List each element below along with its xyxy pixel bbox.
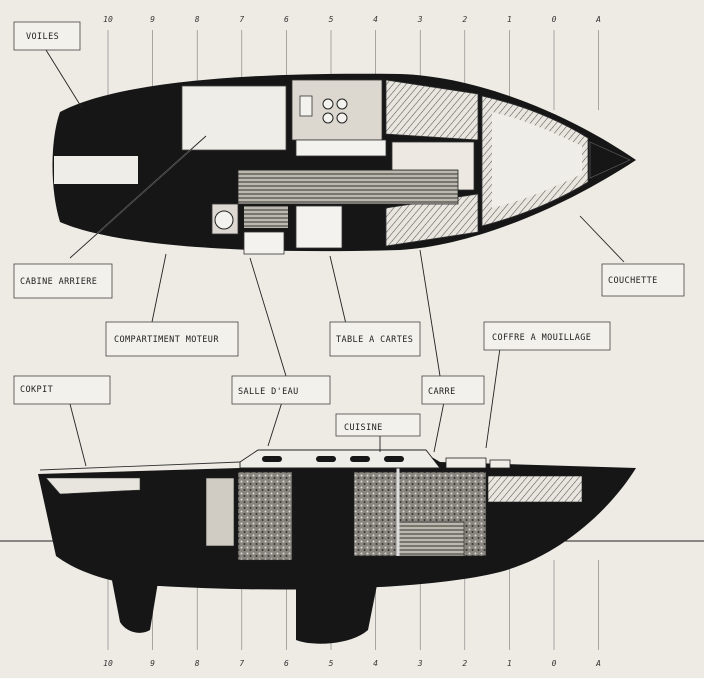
v-berth-inner xyxy=(492,112,582,208)
label-salle-d-eau: SALLE D'EAU xyxy=(238,387,299,397)
station-number: 3 xyxy=(417,659,423,668)
galley-sink xyxy=(299,95,313,117)
porthole xyxy=(316,456,336,462)
station-number: 9 xyxy=(150,15,155,24)
porthole xyxy=(350,456,370,462)
leader-carre-down xyxy=(433,401,445,453)
station-number: 7 xyxy=(239,15,244,24)
station-number: 6 xyxy=(284,659,289,668)
station-number: 8 xyxy=(195,15,200,24)
cockpit-well xyxy=(45,477,141,495)
label-carre: CARRE xyxy=(428,387,456,397)
label-cabine-arriere-box: CABINE ARRIERE xyxy=(13,263,113,299)
station-number: 4 xyxy=(373,15,378,24)
plan-view xyxy=(52,73,636,255)
forward-hatch xyxy=(445,457,487,469)
leader-couchette xyxy=(579,215,625,263)
label-couchette-box: COUCHETTE xyxy=(601,263,685,297)
station-number: 1 xyxy=(507,659,512,668)
leader-compartiment-moteur xyxy=(151,253,167,323)
station-number: 2 xyxy=(462,659,467,668)
label-carre-box: CARRE xyxy=(421,375,485,405)
label-voiles: VOILES xyxy=(26,32,59,42)
stove-burner xyxy=(336,98,348,110)
station-number: 8 xyxy=(195,659,200,668)
label-cokpit: COKPIT xyxy=(20,385,53,395)
station-number: 9 xyxy=(150,659,155,668)
coachroof xyxy=(239,449,441,469)
station-number: 4 xyxy=(373,659,378,668)
label-coffre-a-mouillage-box: COFFRE A MOUILLAGE xyxy=(483,321,611,351)
label-coffre-a-mouillage: COFFRE A MOUILLAGE xyxy=(492,333,591,343)
leader-lines xyxy=(45,49,625,467)
label-compartiment-moteur: COMPARTIMENT MOTEUR xyxy=(114,335,219,345)
engine-compartment-profile xyxy=(205,477,235,547)
station-number: A xyxy=(595,15,601,24)
station-number: 7 xyxy=(239,659,244,668)
station-number: 3 xyxy=(417,15,423,24)
head-basin xyxy=(243,231,285,255)
station-number: 10 xyxy=(103,15,113,24)
profile-view xyxy=(0,449,704,644)
rudder xyxy=(110,570,160,633)
head-profile xyxy=(237,471,293,561)
head-toilet xyxy=(214,210,234,230)
aft-quarter-berth xyxy=(54,156,138,184)
v-berth-profile xyxy=(487,475,583,503)
station-number: 5 xyxy=(329,15,334,24)
label-salle-d-eau-box: SALLE D'EAU xyxy=(231,375,331,405)
label-cuisine: CUISINE xyxy=(344,423,383,433)
porthole xyxy=(384,456,404,462)
label-couchette: COUCHETTE xyxy=(608,276,658,286)
saloon-sole xyxy=(397,521,465,557)
companionway-steps xyxy=(244,206,288,228)
pushpit-rail xyxy=(39,461,241,471)
station-number: 0 xyxy=(552,659,557,668)
station-number: 5 xyxy=(329,659,334,668)
cabin-sole-planks xyxy=(237,169,459,205)
deck-fitting xyxy=(489,459,511,469)
label-table-a-cartes: TABLE A CARTES xyxy=(336,335,413,345)
anchor-locker xyxy=(589,141,631,179)
leader-carre-up xyxy=(419,249,441,377)
profile-hull xyxy=(38,456,636,590)
leader-coffre xyxy=(485,347,501,449)
aft-cabin-berth-top xyxy=(181,85,287,151)
station-number: 10 xyxy=(103,659,113,668)
label-table-a-cartes-box: TABLE A CARTES xyxy=(329,321,421,357)
leader-cokpit xyxy=(69,403,87,467)
saloon-settee-port xyxy=(385,79,479,141)
galley-drawer xyxy=(295,139,387,157)
leader-voiles xyxy=(45,49,83,109)
label-cabine-arriere: CABINE ARRIERE xyxy=(20,277,97,287)
station-number: 1 xyxy=(507,15,512,24)
label-compartiment-moteur-box: COMPARTIMENT MOTEUR xyxy=(105,321,239,357)
porthole xyxy=(262,456,282,462)
leader-table-a-cartes xyxy=(329,255,347,325)
station-number: 6 xyxy=(284,15,289,24)
station-number: 0 xyxy=(552,15,557,24)
stove-burner xyxy=(322,112,334,124)
chart-table xyxy=(295,205,343,249)
station-number: A xyxy=(595,659,601,668)
label-cuisine-box: CUISINE xyxy=(335,413,421,437)
leader-salle-d-eau-down xyxy=(267,401,283,447)
station-number: 2 xyxy=(462,15,467,24)
stove-burner xyxy=(336,112,348,124)
label-cokpit-box: COKPIT xyxy=(13,375,111,405)
leader-salle-d-eau-up xyxy=(249,257,287,377)
label-voiles-box: VOILES xyxy=(13,21,81,51)
leader-cabine-arriere-inner xyxy=(69,135,207,259)
stove-burner xyxy=(322,98,334,110)
